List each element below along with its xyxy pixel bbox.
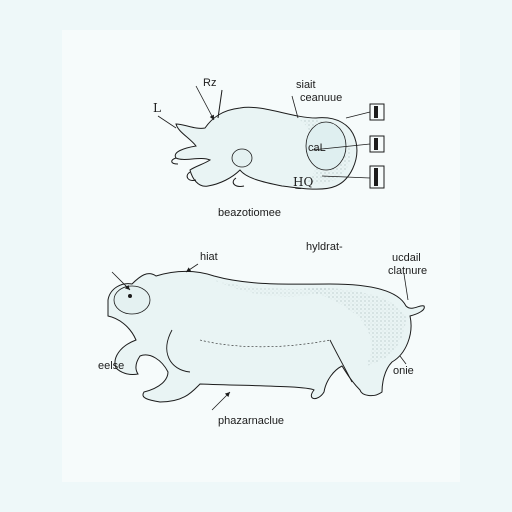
- caption-top: beazotiomee: [218, 207, 281, 219]
- label-cal: caL: [308, 142, 326, 154]
- label-hydrat: hyldrat-: [306, 241, 343, 253]
- label-onie: onie: [393, 365, 414, 377]
- label-hiat: hiat: [200, 251, 218, 263]
- caption-bottom: phazarnaclue: [218, 415, 285, 427]
- label-hq: H̲Q: [293, 175, 314, 189]
- label-l: L: [153, 101, 161, 115]
- paper-sheet: [62, 30, 460, 482]
- label-clatnure: clatnure: [388, 265, 428, 277]
- label-ceanuue: ceanuue: [300, 92, 343, 104]
- label-siait: siait: [296, 79, 316, 91]
- label-ucdail: ucdail: [392, 252, 421, 264]
- bottom-animal-figure: [107, 263, 425, 411]
- label-rz: Rz: [203, 77, 217, 89]
- top-animal-figure: [157, 85, 385, 190]
- label-eelse: eelse: [98, 360, 125, 372]
